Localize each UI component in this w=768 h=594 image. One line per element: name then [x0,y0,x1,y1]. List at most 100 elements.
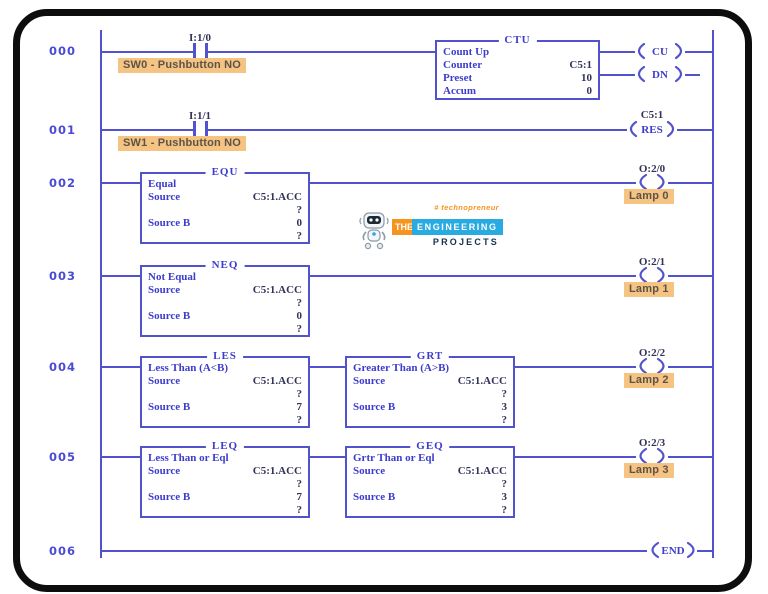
block-row-value: ? [296,230,303,242]
robot-icon [359,212,389,250]
rung-number[interactable]: 001 [48,123,76,137]
coil-paren-icon [656,447,665,465]
block-row-value: 3 [501,401,508,413]
block-row-label: Source B [148,491,191,503]
coil-paren-icon [686,541,695,559]
block-row-label: Source B [148,401,191,413]
no-contact[interactable] [193,43,208,60]
rung-number[interactable]: 004 [48,360,76,374]
rung-number[interactable]: 002 [48,176,76,190]
wire-segment [668,456,712,458]
rung-number[interactable]: 003 [48,269,76,283]
block-row: ? [142,230,308,243]
wire-segment [677,129,712,131]
rung-number[interactable]: 006 [48,544,76,558]
wire-segment [310,456,347,458]
output-coil[interactable] [630,446,674,466]
block-row-label: Source B [353,401,396,413]
block-row-label: Not Equal [148,271,196,283]
contact-bar-icon [205,121,208,138]
watermark-the: THE [392,219,416,235]
block-row: ? [142,504,308,517]
block-row-label: Equal [148,178,177,190]
coil-end[interactable]: END [640,540,706,560]
block-mnemonic: GRT [410,350,450,362]
block-row: Source B 3 [347,401,513,414]
wire-segment [310,366,347,368]
block-row-value: C5:1.ACC [457,375,507,387]
output-comment-label[interactable]: Lamp 0 [624,189,674,204]
block-row: Not Equal [142,271,308,284]
contact-bar-icon [193,121,196,138]
block-row: Less Than (A<B) [142,362,308,375]
coil-paren-icon [656,266,665,284]
coil-label: END [661,545,684,557]
output-coil[interactable] [630,265,674,285]
coil-paren-icon [639,447,648,465]
block-row-label: Count Up [443,46,490,58]
output-coil[interactable] [630,356,674,376]
coil-cu[interactable]: CU [628,41,692,61]
block-row-value: ? [296,204,303,216]
no-contact[interactable] [193,121,208,138]
block-row: ? [347,388,513,401]
output-comment-label[interactable]: Lamp 3 [624,463,674,478]
block-mnemonic: LES [207,350,243,362]
coil-paren-icon [639,173,648,191]
wire-segment [668,275,712,277]
block-row-value: C5:1.ACC [252,191,302,203]
coil-res[interactable]: RES [620,119,684,139]
coil-label: CU [652,46,668,58]
block-row-label: Less Than or Eql [148,452,229,464]
block-mnemonic: CTU [498,34,537,46]
coil-label: DN [652,69,668,81]
output-comment-label[interactable]: Lamp 1 [624,282,674,297]
block-row: ? [142,297,308,310]
output-coil[interactable] [630,172,674,192]
block-row-value: 0 [586,85,593,97]
block-row-label: Grtr Than or Eql [353,452,435,464]
block-row-value: ? [296,388,303,400]
wire-segment [208,129,627,131]
rung-number[interactable]: 000 [48,44,76,58]
block-row-value: 3 [501,491,508,503]
block-row-value: ? [501,504,508,516]
block-mnemonic: NEQ [205,259,245,271]
block-row-label: Source [148,284,181,296]
watermark-engineering: ENGINEERING [412,219,503,235]
block-row-label: Source [353,375,386,387]
wire-segment [310,182,636,184]
output-address: O:2/3 [638,437,666,449]
block-row-label: Source [353,465,386,477]
block-row: ? [142,388,308,401]
contact-address: I:1/0 [189,32,211,44]
block-row-label: Preset [443,72,473,84]
block-row-value: 0 [296,310,303,322]
wire-segment [600,74,635,76]
watermark-logo: # technopreneur THE ENGINEERING PROJECTS [356,202,506,256]
coil-dn[interactable]: DN [628,64,692,84]
contact-comment-label[interactable]: SW0 - Pushbutton NO [118,58,247,73]
output-comment-label[interactable]: Lamp 2 [624,373,674,388]
coil-paren-icon [651,541,660,559]
contact-comment-label[interactable]: SW1 - Pushbutton NO [118,136,247,151]
rung-number[interactable]: 005 [48,450,76,464]
contact-bar-icon [193,43,196,60]
coil-paren-icon [666,120,675,138]
